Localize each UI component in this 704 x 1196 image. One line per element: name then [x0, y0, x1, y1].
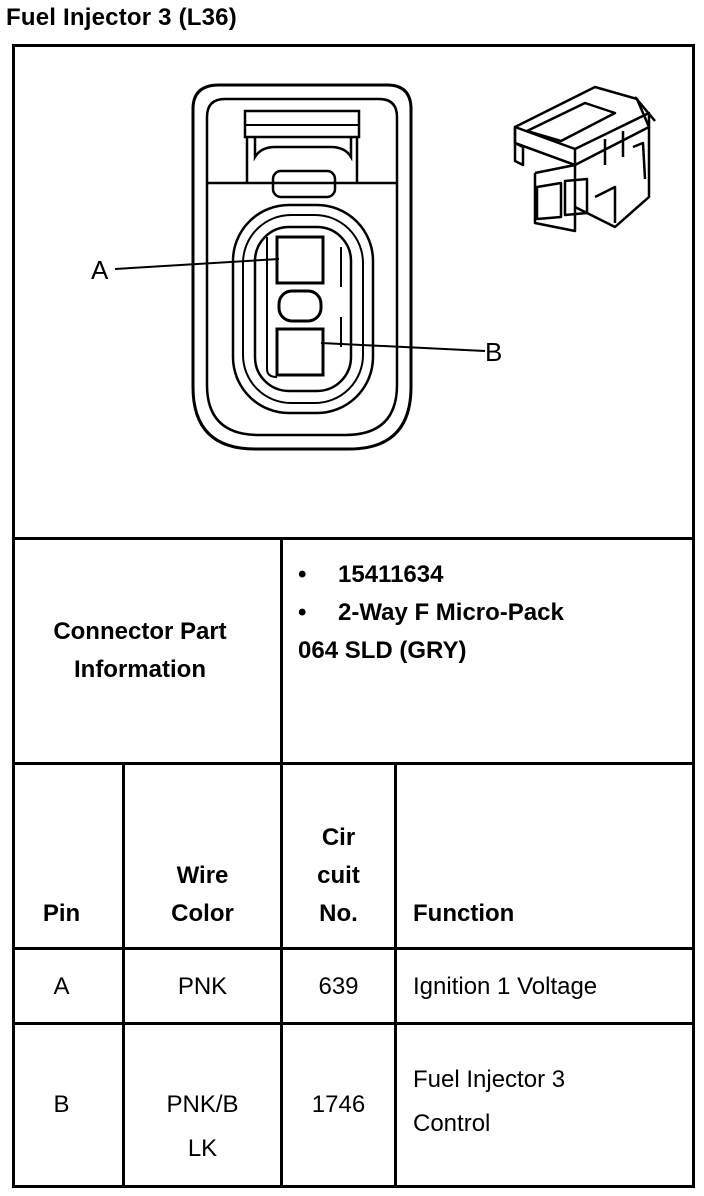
part-number: 15411634	[338, 561, 444, 588]
connector-part-info: • 15411634 • 2-Way F Micro-Pack 064 SLD (G…	[298, 556, 564, 670]
divider-col-3	[394, 762, 397, 1188]
table-row-b-function: Fuel Injector 3 Control	[413, 1058, 565, 1146]
connector-part-label: Connector Part Information	[15, 540, 265, 762]
table-row-b-wire-color: PNK/B LK	[125, 1083, 280, 1171]
page-title: Fuel Injector 3 (L36)	[6, 4, 237, 31]
connector-table-frame	[12, 44, 695, 1188]
divider-info	[12, 762, 695, 765]
part-number-item: • 15411634	[298, 556, 564, 594]
connector-part-label-line1: Connector Part	[53, 618, 227, 645]
connector-part-label-line2: Information	[73, 656, 206, 683]
table-row-b-circuit: 1746	[311, 1091, 366, 1118]
divider-diagram	[12, 537, 695, 540]
divider-col-2	[280, 762, 283, 1188]
header-circuit-no: Cir cuit No.	[283, 819, 394, 933]
header-circuit-line3: No.	[319, 900, 358, 927]
bullet-icon: •	[298, 561, 307, 588]
table-row-b-wire-color-line1: PNK/B	[166, 1091, 239, 1118]
divider-header	[12, 947, 695, 950]
header-wire-color: Wire Color	[125, 857, 280, 933]
pin-b-callout: B	[485, 337, 502, 367]
header-wire-color-line2: Color	[171, 900, 234, 927]
divider-info-col	[280, 537, 283, 765]
table-row-b-pin: B	[53, 1091, 70, 1118]
header-pin: Pin	[42, 900, 81, 927]
bullet-icon: •	[298, 599, 307, 626]
connector-diagram: A B	[91, 83, 656, 451]
table-row-a-wire-color: PNK	[177, 973, 228, 1000]
connector-type-item: • 2-Way F Micro-Pack	[298, 594, 564, 632]
header-function: Function	[413, 900, 515, 927]
table-row-b-function-line2: Control	[413, 1110, 491, 1137]
table-row-a-pin: A	[53, 973, 70, 1000]
header-wire-color-line1: Wire	[176, 862, 229, 889]
connector-series: 064 SLD (GRY)	[298, 637, 467, 664]
table-row-a-circuit: 639	[318, 973, 359, 1000]
connector-type: 2-Way F Micro-Pack	[338, 599, 564, 626]
divider-row	[12, 1022, 695, 1025]
header-circuit-line2: cuit	[317, 862, 360, 889]
table-row-b-function-line1: Fuel Injector 3	[413, 1066, 566, 1093]
divider-col-1	[122, 762, 125, 1188]
table-row-a-function: Ignition 1 Voltage	[413, 973, 598, 1000]
pin-a-callout: A	[91, 255, 109, 285]
table-row-b-wire-color-line2: LK	[187, 1135, 218, 1162]
header-circuit-line1: Cir	[321, 824, 356, 851]
